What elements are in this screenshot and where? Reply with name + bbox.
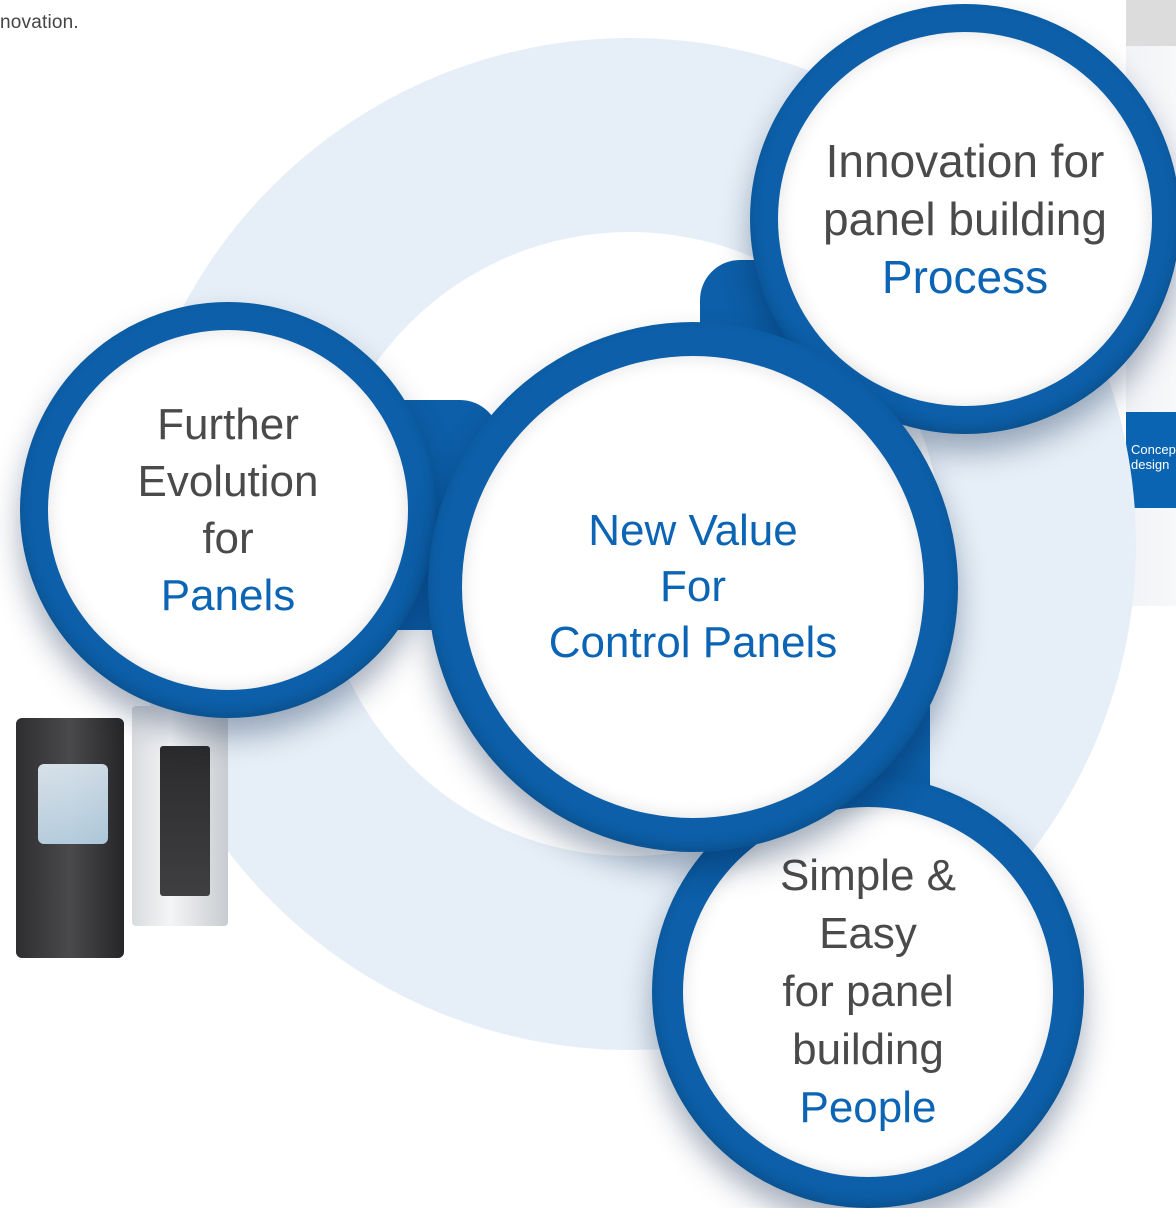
- intro-text: novation.: [0, 12, 79, 33]
- people-line-3: for panel: [782, 967, 954, 1016]
- people-line-2: Easy: [819, 909, 917, 958]
- panels-line-3: for: [202, 514, 254, 563]
- bubble-center-face: New Value For Control Panels: [462, 356, 924, 818]
- center-line-3: Control Panels: [548, 618, 838, 667]
- people-accent: People: [799, 1083, 937, 1132]
- solid-state-relay-image: [132, 706, 228, 926]
- center-line-1: New Value: [588, 506, 798, 555]
- panels-line-1: Further: [157, 400, 299, 449]
- center-line-2: For: [660, 562, 726, 611]
- people-line-1: Simple &: [779, 851, 957, 900]
- side-banner[interactable]: Concept design: [1126, 412, 1176, 508]
- bubble-people-face: Simple & Easy for panel building People: [683, 807, 1053, 1177]
- bubble-process-face: Innovation for panel building Process: [778, 32, 1152, 406]
- panels-line-2: Evolution: [137, 457, 319, 506]
- process-line-1: Innovation for: [825, 135, 1105, 187]
- side-panel-header: [1126, 0, 1176, 46]
- people-line-4: building: [792, 1025, 944, 1074]
- process-line-2: panel building: [823, 193, 1107, 245]
- relay-product-image: [16, 718, 124, 958]
- process-accent: Process: [881, 251, 1049, 303]
- bubble-panels-face: Further Evolution for Panels: [48, 330, 408, 690]
- side-banner-label: Concept design: [1131, 442, 1176, 472]
- panels-accent: Panels: [160, 571, 296, 620]
